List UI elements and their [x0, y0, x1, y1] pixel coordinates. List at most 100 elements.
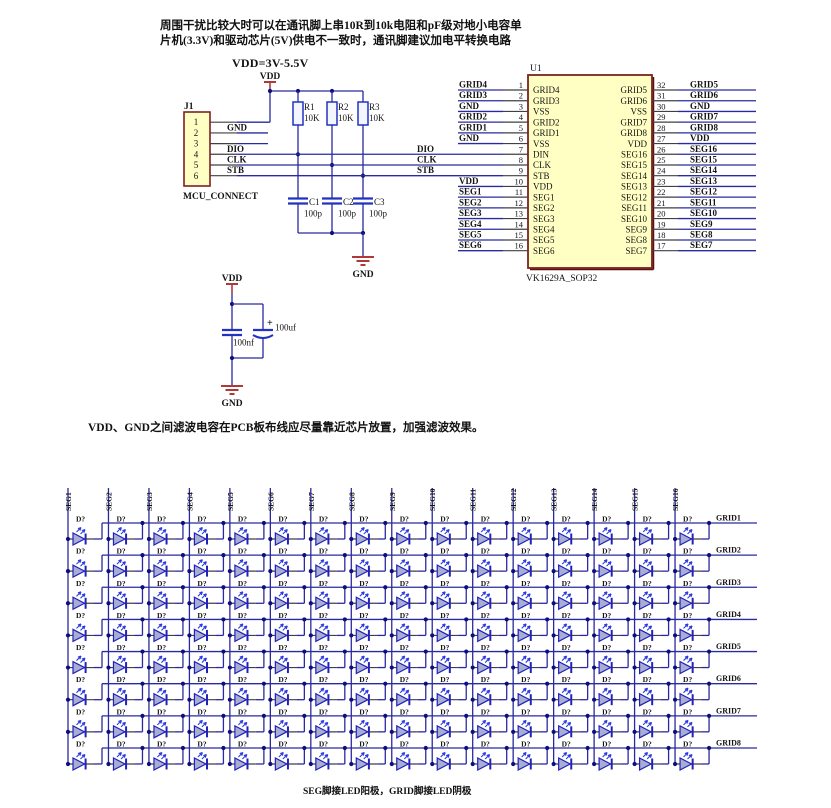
- led-triangle: [396, 564, 410, 579]
- led-triangle: [558, 660, 572, 675]
- led-designator: D?: [157, 643, 166, 652]
- grid-row-label: GRID3: [716, 578, 741, 587]
- chip-pin-number: 18: [657, 230, 666, 240]
- led-cathode-junction: [666, 617, 671, 622]
- chip-pin-number: 15: [515, 230, 524, 240]
- led-designator: D?: [562, 739, 571, 748]
- led-anode-junction: [672, 633, 678, 638]
- led-anode-junction: [268, 601, 273, 606]
- led-designator: D?: [76, 675, 85, 684]
- led-anode-junction: [632, 633, 637, 638]
- net-label: SEG15: [690, 154, 718, 164]
- led-cathode-junction: [342, 745, 347, 751]
- led-anode-junction: [349, 729, 354, 734]
- led-triangle: [679, 532, 693, 546]
- led-emission-arrow: [646, 593, 653, 599]
- led-emission-arrow: [359, 751, 365, 758]
- led-triangle: [517, 692, 531, 707]
- led-anode-junction: [470, 633, 475, 638]
- led-anode-junction: [430, 697, 435, 702]
- led-emission-arrow: [399, 526, 406, 533]
- gnd-power-label: GND: [221, 399, 242, 409]
- led-emission-arrow: [241, 657, 248, 663]
- led-anode-junction: [632, 569, 637, 574]
- led-anode-junction: [349, 665, 354, 670]
- led-cathode-junction: [706, 681, 712, 686]
- grid-row-label: GRID4: [716, 610, 741, 619]
- led-cathode-junction: [342, 681, 347, 686]
- led-triangle: [436, 596, 451, 611]
- led-emission-arrow: [565, 528, 572, 535]
- led-designator: D?: [643, 611, 652, 620]
- led-triangle: [112, 628, 127, 643]
- resistor-value: 10K: [369, 113, 385, 123]
- led-emission-arrow: [602, 623, 608, 629]
- led-emission-arrow: [116, 559, 122, 565]
- led-designator: D?: [643, 675, 652, 684]
- led-designator: D?: [521, 707, 530, 716]
- led-anode-junction: [430, 729, 435, 734]
- led-cathode-junction: [545, 713, 550, 718]
- seg-column-label: SEG1: [64, 492, 73, 511]
- led-cathode-junction: [464, 520, 469, 526]
- led-emission-arrow: [197, 655, 203, 661]
- led-designator: D?: [643, 579, 652, 588]
- led-emission-arrow: [116, 591, 122, 597]
- led-anode-junction: [632, 665, 637, 670]
- vdd-power-label: VDD: [260, 72, 281, 82]
- led-designator: D?: [76, 707, 85, 716]
- emi-note-line1: 周围干扰比较大时可以在通讯脚上串10R到10k电阻和pF级对地小电容单: [160, 20, 522, 32]
- led-emission-arrow: [440, 751, 446, 758]
- led-cathode-junction: [626, 520, 631, 526]
- led-emission-arrow: [642, 559, 649, 565]
- led-triangle: [396, 628, 410, 643]
- led-emission-arrow: [642, 751, 649, 758]
- led-designator: D?: [562, 515, 571, 524]
- led-triangle: [355, 532, 370, 546]
- led-emission-arrow: [237, 526, 244, 533]
- led-emission-arrow: [359, 655, 365, 661]
- led-emission-arrow: [683, 687, 689, 694]
- net-label: GRID3: [459, 90, 488, 100]
- led-triangle: [477, 596, 491, 611]
- grid-row-label: GRID1: [716, 514, 741, 523]
- led-emission-arrow: [646, 721, 653, 728]
- led-triangle: [234, 628, 248, 643]
- led-cathode-junction: [342, 649, 347, 654]
- seg-column-label: SEG3: [145, 492, 154, 511]
- led-anode-junction: [592, 601, 597, 606]
- led-triangle: [234, 660, 248, 675]
- led-triangle: [72, 628, 86, 643]
- led-anode-junction: [632, 697, 637, 702]
- led-cathode-junction: [423, 585, 428, 590]
- led-emission-arrow: [565, 561, 572, 567]
- led-emission-arrow: [201, 753, 207, 760]
- led-cathode-junction: [585, 617, 590, 622]
- led-designator: D?: [683, 547, 692, 556]
- led-designator: D?: [683, 611, 692, 620]
- led-emission-arrow: [322, 753, 329, 760]
- led-emission-arrow: [282, 657, 288, 663]
- led-emission-arrow: [80, 625, 86, 631]
- led-anode-junction: [349, 697, 354, 702]
- resistor-ref: R2: [338, 102, 349, 112]
- led-emission-arrow: [565, 593, 572, 599]
- led-anode-junction: [187, 761, 192, 767]
- led-triangle: [193, 756, 208, 771]
- led-designator: D?: [116, 547, 125, 556]
- led-emission-arrow: [521, 687, 527, 694]
- led-anode-junction: [672, 729, 678, 734]
- chip-pin-number: 27: [657, 134, 666, 144]
- chip-pin-name: SEG6: [533, 246, 555, 256]
- led-triangle: [477, 660, 491, 675]
- resistor-value: 10K: [304, 113, 320, 123]
- grid-row-label: GRID2: [716, 546, 741, 555]
- led-emission-arrow: [237, 655, 244, 661]
- chip-pin-name: GRID8: [621, 128, 648, 138]
- led-emission-arrow: [359, 526, 365, 533]
- led-cathode-junction: [666, 713, 671, 718]
- led-emission-arrow: [561, 655, 568, 661]
- net-label: SEG5: [459, 229, 482, 239]
- led-emission-arrow: [642, 655, 649, 661]
